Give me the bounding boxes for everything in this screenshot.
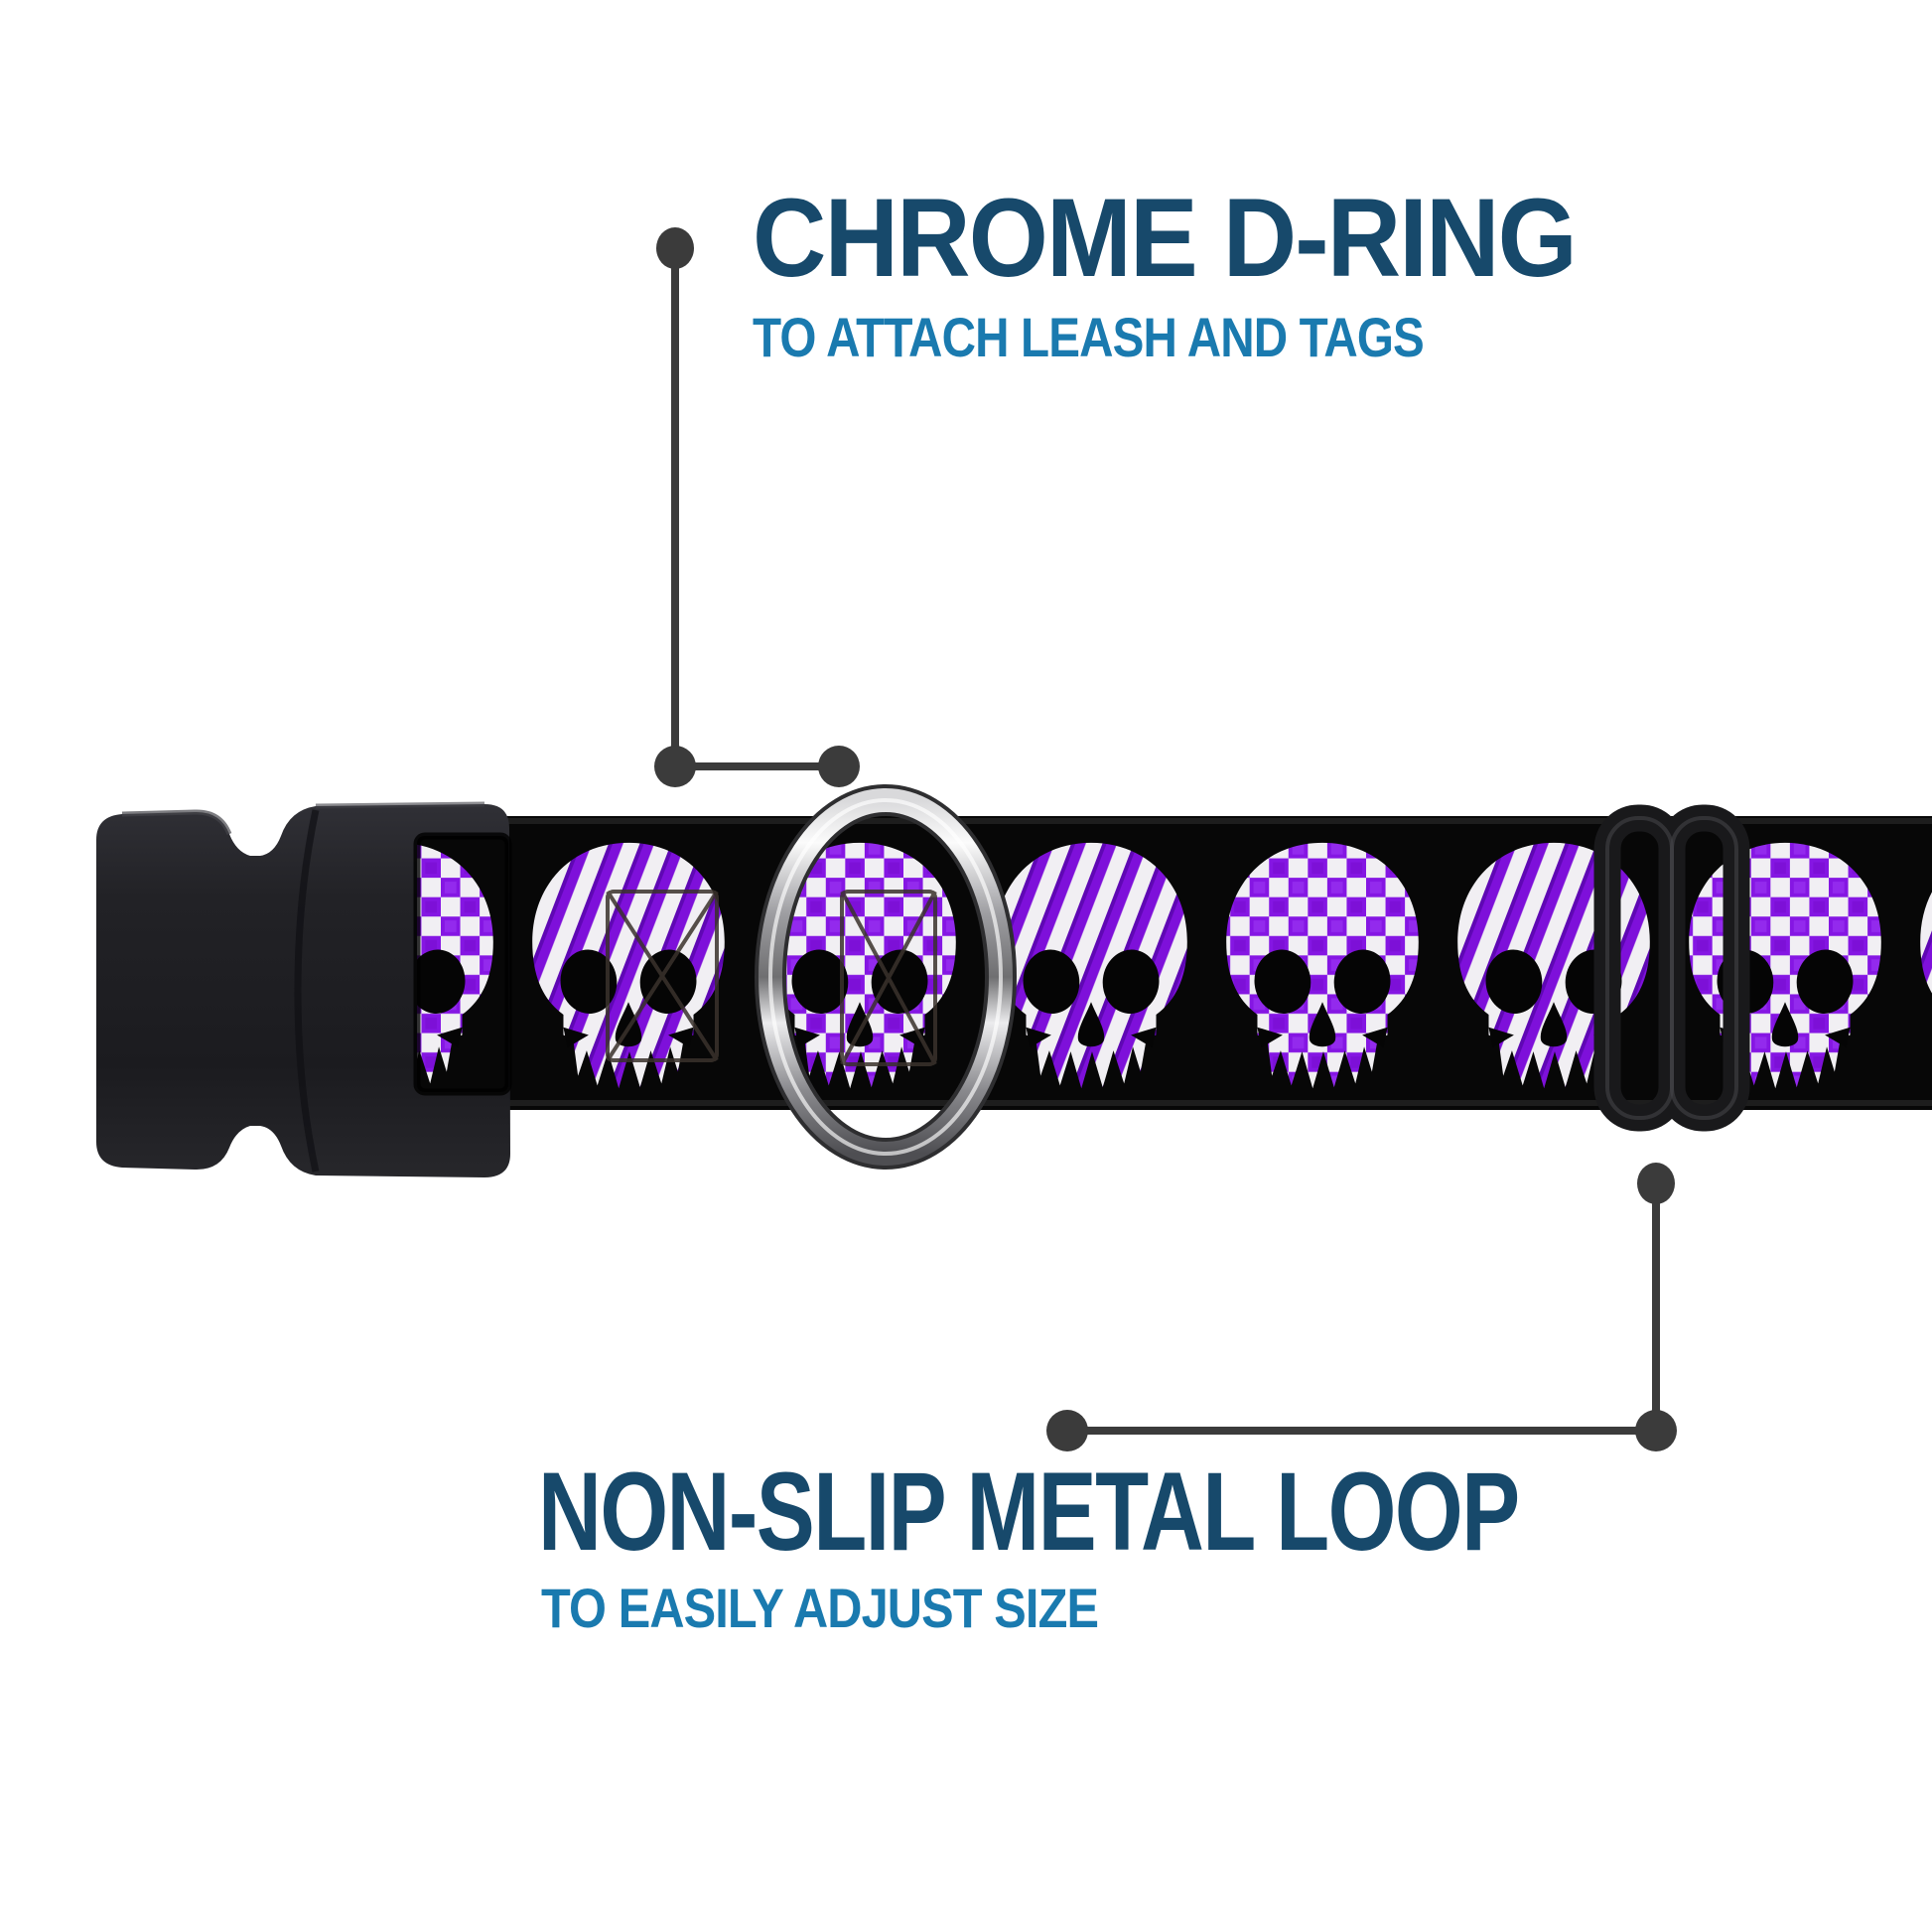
callout-title-d-ring: CHROME D-RING bbox=[753, 176, 1578, 300]
callout-subtitle-d-ring: TO ATTACH LEASH AND TAGS bbox=[753, 306, 1425, 368]
callout-subtitle-metal-loop: TO EASILY ADJUST SIZE bbox=[541, 1577, 1099, 1639]
stitch-box bbox=[840, 890, 937, 1066]
callout-line bbox=[1652, 1183, 1660, 1431]
callout-endpoint-dot bbox=[1046, 1410, 1088, 1451]
collar-webbing bbox=[298, 816, 1932, 1110]
callout-line bbox=[1067, 1427, 1656, 1435]
metal-adjuster-loop bbox=[1593, 804, 1750, 1132]
callout-pointer-dot bbox=[818, 746, 860, 787]
callout-line bbox=[671, 246, 679, 770]
plastic-buckle bbox=[96, 801, 512, 1177]
callout-line bbox=[675, 762, 839, 770]
stitch-box bbox=[606, 890, 719, 1062]
callout-title-metal-loop: NON-SLIP METAL LOOP bbox=[538, 1449, 1520, 1574]
chrome-d-ring bbox=[755, 784, 1017, 1170]
